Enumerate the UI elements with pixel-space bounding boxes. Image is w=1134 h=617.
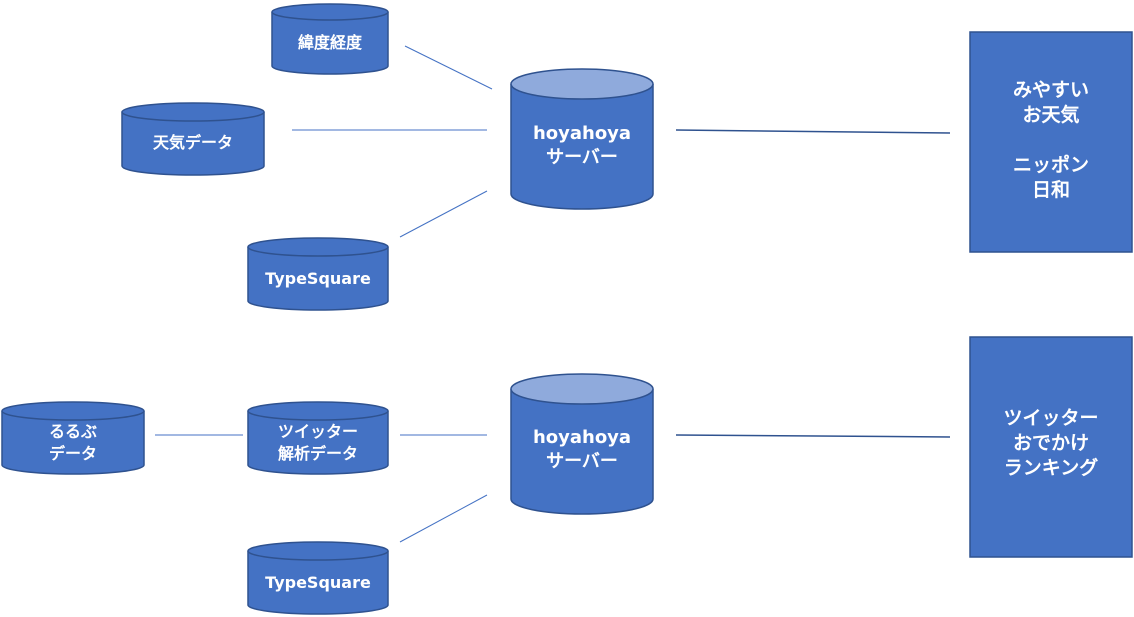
label-typesquare-bottom: TypeSquare [265, 573, 371, 592]
label-server-top: hoyahoya サーバー [532, 123, 632, 168]
label-typesquare-top: TypeSquare [265, 269, 371, 288]
server-bottom [510, 373, 654, 515]
output-box-top [969, 31, 1133, 253]
label-weather: 天気データ [152, 133, 233, 152]
db-typesquare-top [247, 237, 389, 311]
db-typesquare-bottom [247, 541, 389, 615]
output-box-bottom [969, 336, 1133, 558]
label-output-top: みやすい お天気 ニッポン 日和 [1012, 78, 1089, 201]
label-output-bottom: ツイッター おでかけ ランキング [1003, 406, 1099, 479]
label-twitter-analysis: ツイッター 解析データ [277, 422, 358, 463]
connector-server-output-bottom [675, 434, 951, 438]
connector-typesquare-server-top [399, 190, 488, 238]
server-top [510, 68, 654, 210]
db-rurubu [1, 401, 145, 475]
connector-server-output-top [675, 129, 951, 134]
db-weather [121, 102, 265, 176]
label-server-bottom: hoyahoya サーバー [532, 427, 632, 472]
connector-latlon-server [404, 45, 493, 90]
connector-typesquare-server-bottom [399, 494, 488, 543]
label-rurubu: るるぶ データ [48, 422, 97, 463]
db-latlon [271, 3, 389, 75]
db-twitter-analysis [247, 401, 389, 475]
label-latlon: 緯度経度 [297, 33, 362, 52]
